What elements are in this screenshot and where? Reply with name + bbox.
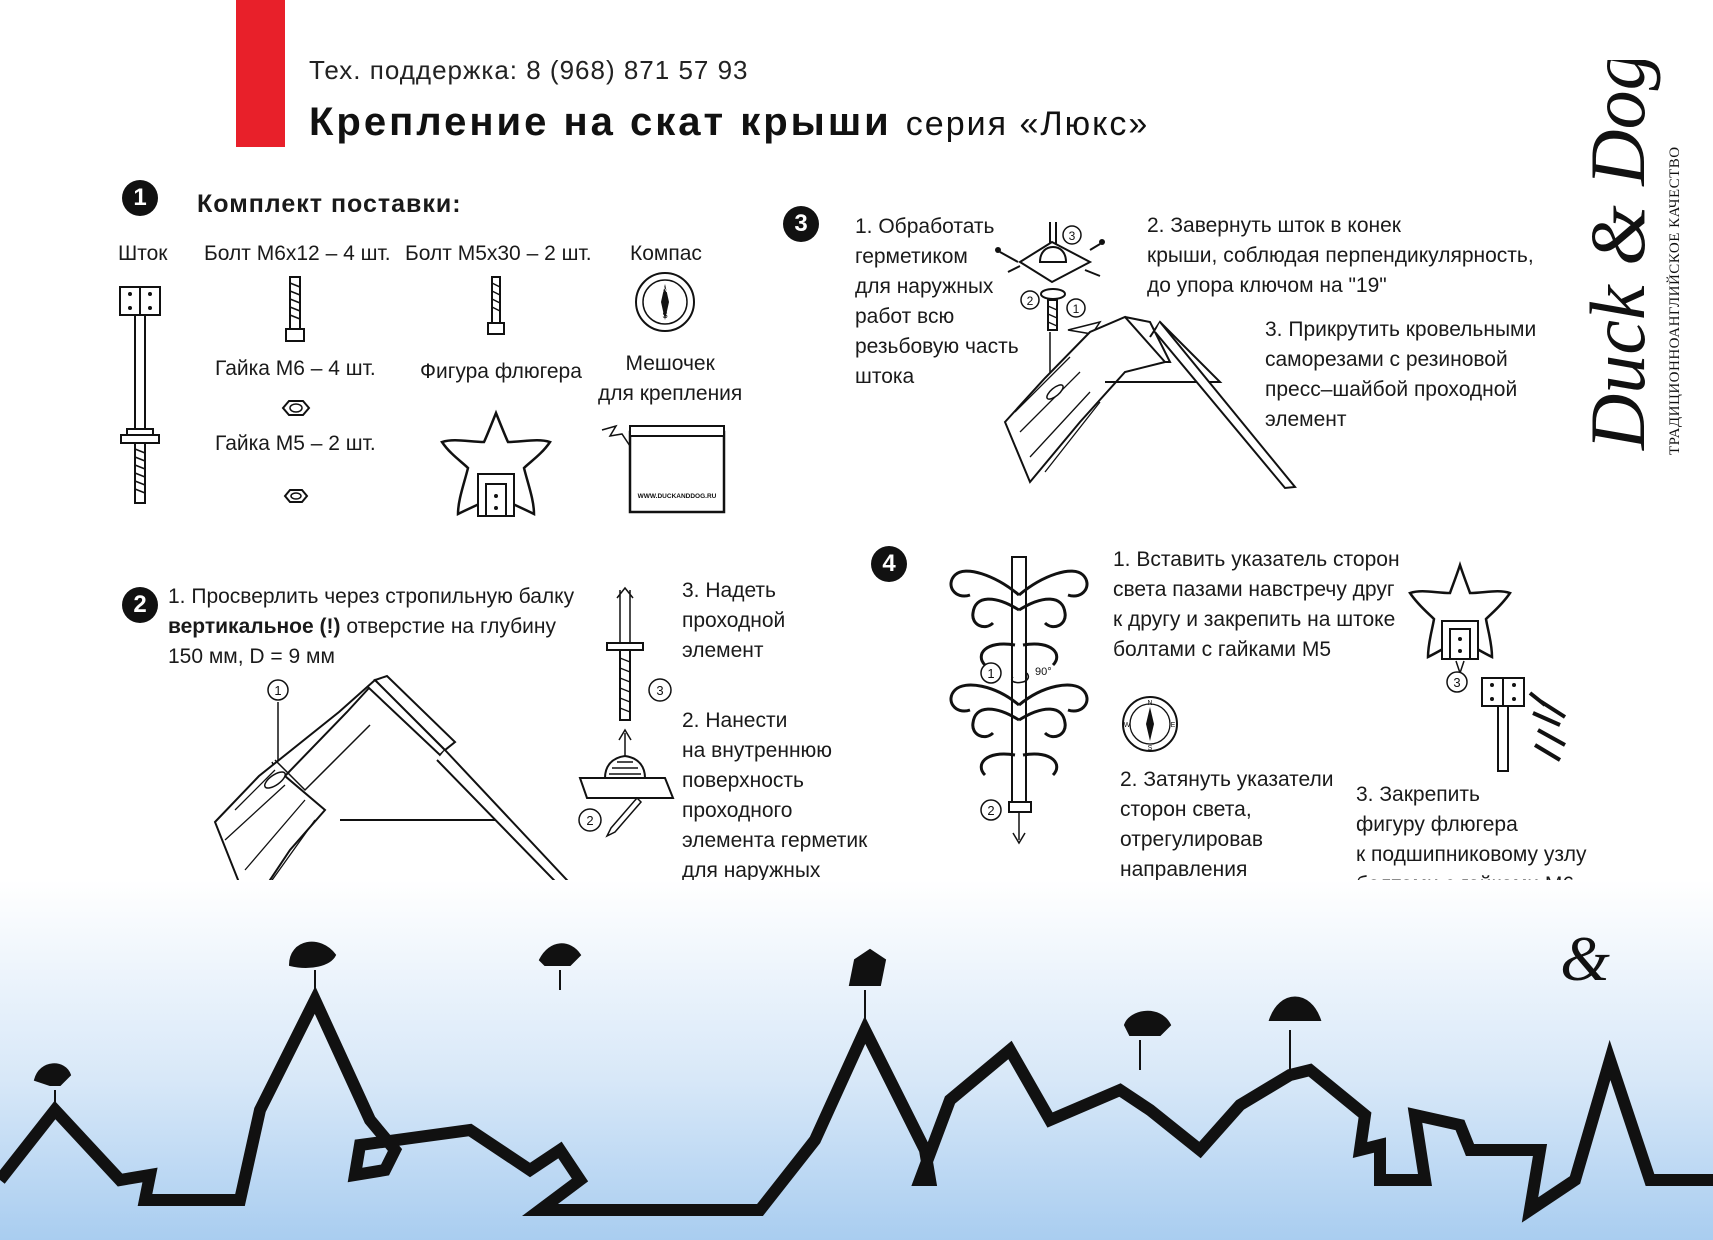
step3-text3: 3. Прикрутить кровельными саморезами с р… [1265,318,1537,431]
step2-text3: 3. Надеть проходной элемент [682,579,786,662]
step3-roof-drawing: 3 2 1 [995,222,1297,490]
nut-m6-drawing [281,400,311,416]
step4-number: 4 [871,546,907,582]
bag-drawing: WWW.DUCKANDDOG.RU [601,424,726,514]
page-title: Крепление на скат крыши серия «Люкс» [309,100,1149,145]
bolt-m5-drawing [487,276,505,335]
nut-m5-drawing [283,489,309,503]
svg-text:3: 3 [656,683,663,698]
kit-figure-label: Фигура флюгера [420,360,582,383]
step2-roof-drawing: 1 [213,674,597,914]
step1-number: 1 [122,180,158,216]
title-series: серия «Люкс» [905,105,1150,143]
rod-drawing [119,286,161,504]
svg-text:1: 1 [1073,302,1080,316]
step3-text2: 2. Завернуть шток в конек крыши, соблюда… [1147,214,1534,297]
svg-text:W: W [1124,722,1131,729]
bolt-m6-drawing [285,276,305,342]
bag-site-label: WWW.DUCKANDDOG.RU [638,493,717,500]
svg-text:S: S [662,311,667,320]
angle-label: 90° [1035,666,1052,678]
title-main: Крепление на скат крыши [309,100,892,144]
compass-step4-icon: N S E W [1122,696,1178,752]
svg-text:1: 1 [987,666,994,681]
logo-tagline: ТРАДИЦИОННОАНГЛИЙСКОЕ КАЧЕСТВО [1666,146,1683,455]
svg-text:S: S [1148,745,1153,752]
svg-text:3: 3 [1453,675,1460,690]
svg-text:&: & [1560,923,1610,994]
compass-icon: N S [635,272,695,332]
svg-text:3: 3 [1069,229,1076,243]
step4-text1: 1. Вставить указатель сторон света пазам… [1113,548,1400,661]
kit-nut-m5-label: Гайка М5 – 2 шт. [215,432,376,455]
step1-heading: Комплект поставки: [197,190,462,218]
svg-text:N: N [662,285,668,294]
kit-nut-m6-label: Гайка М6 – 4 шт. [215,357,376,380]
star-figure-drawing [440,409,552,517]
kit-compass-label: Компас [630,242,702,265]
step3-number: 3 [783,206,819,242]
direction-indicator-drawing: 1 90° 2 [949,556,1089,845]
svg-text:2: 2 [1027,294,1034,308]
brand-logo: Duck & Dog ТРАДИЦИОННОАНГЛИЙСКОЕ КАЧЕСТВ… [1539,51,1689,460]
kit-rod-label: Шток [118,242,168,265]
step3-text1: 1. Обработать герметиком для наружных ра… [855,215,1019,388]
logo-text: Duck & Dog [1574,60,1661,451]
step4-figure-attach-drawing: 3 [1408,561,1567,772]
weathervane-skyline: & [0,880,1713,1240]
kit-bolt-m5-label: Болт М5х30 – 2 шт. [405,242,592,265]
support-phone: Тех. поддержка: 8 (968) 871 57 93 [309,55,749,85]
kit-bolt-m6-label: Болт М6х12 – 4 шт. [204,242,391,265]
svg-text:2: 2 [987,803,994,818]
svg-text:N: N [1147,700,1152,707]
svg-text:1: 1 [274,683,281,698]
red-accent-bar [236,0,285,147]
svg-text:E: E [1171,722,1176,729]
step2-number: 2 [122,587,158,623]
svg-text:2: 2 [586,813,593,828]
kit-bag-label: Мешочек для крепления [598,352,743,405]
step2-parts-drawing: 3 2 [578,586,675,838]
